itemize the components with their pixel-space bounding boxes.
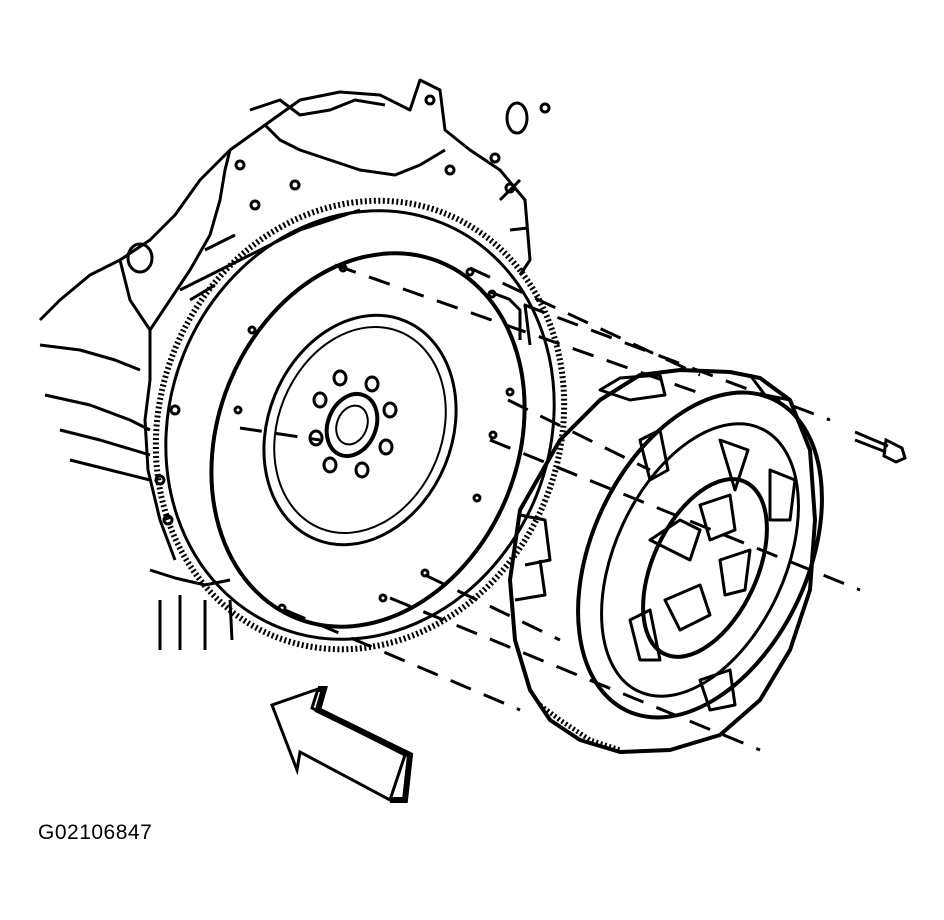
pressure-plate-clutch-cover bbox=[508, 368, 824, 754]
pressure-plate-bolt bbox=[854, 430, 907, 464]
ring-gear bbox=[152, 197, 568, 653]
figure-reference-code: G02106847 bbox=[38, 821, 153, 844]
engine-plate-holes bbox=[126, 94, 551, 526]
alignment-dashed-lines bbox=[239, 263, 861, 752]
flywheel bbox=[209, 251, 527, 629]
engine-block-rear-plate bbox=[38, 78, 532, 650]
direction-arrow-icon bbox=[270, 686, 414, 803]
